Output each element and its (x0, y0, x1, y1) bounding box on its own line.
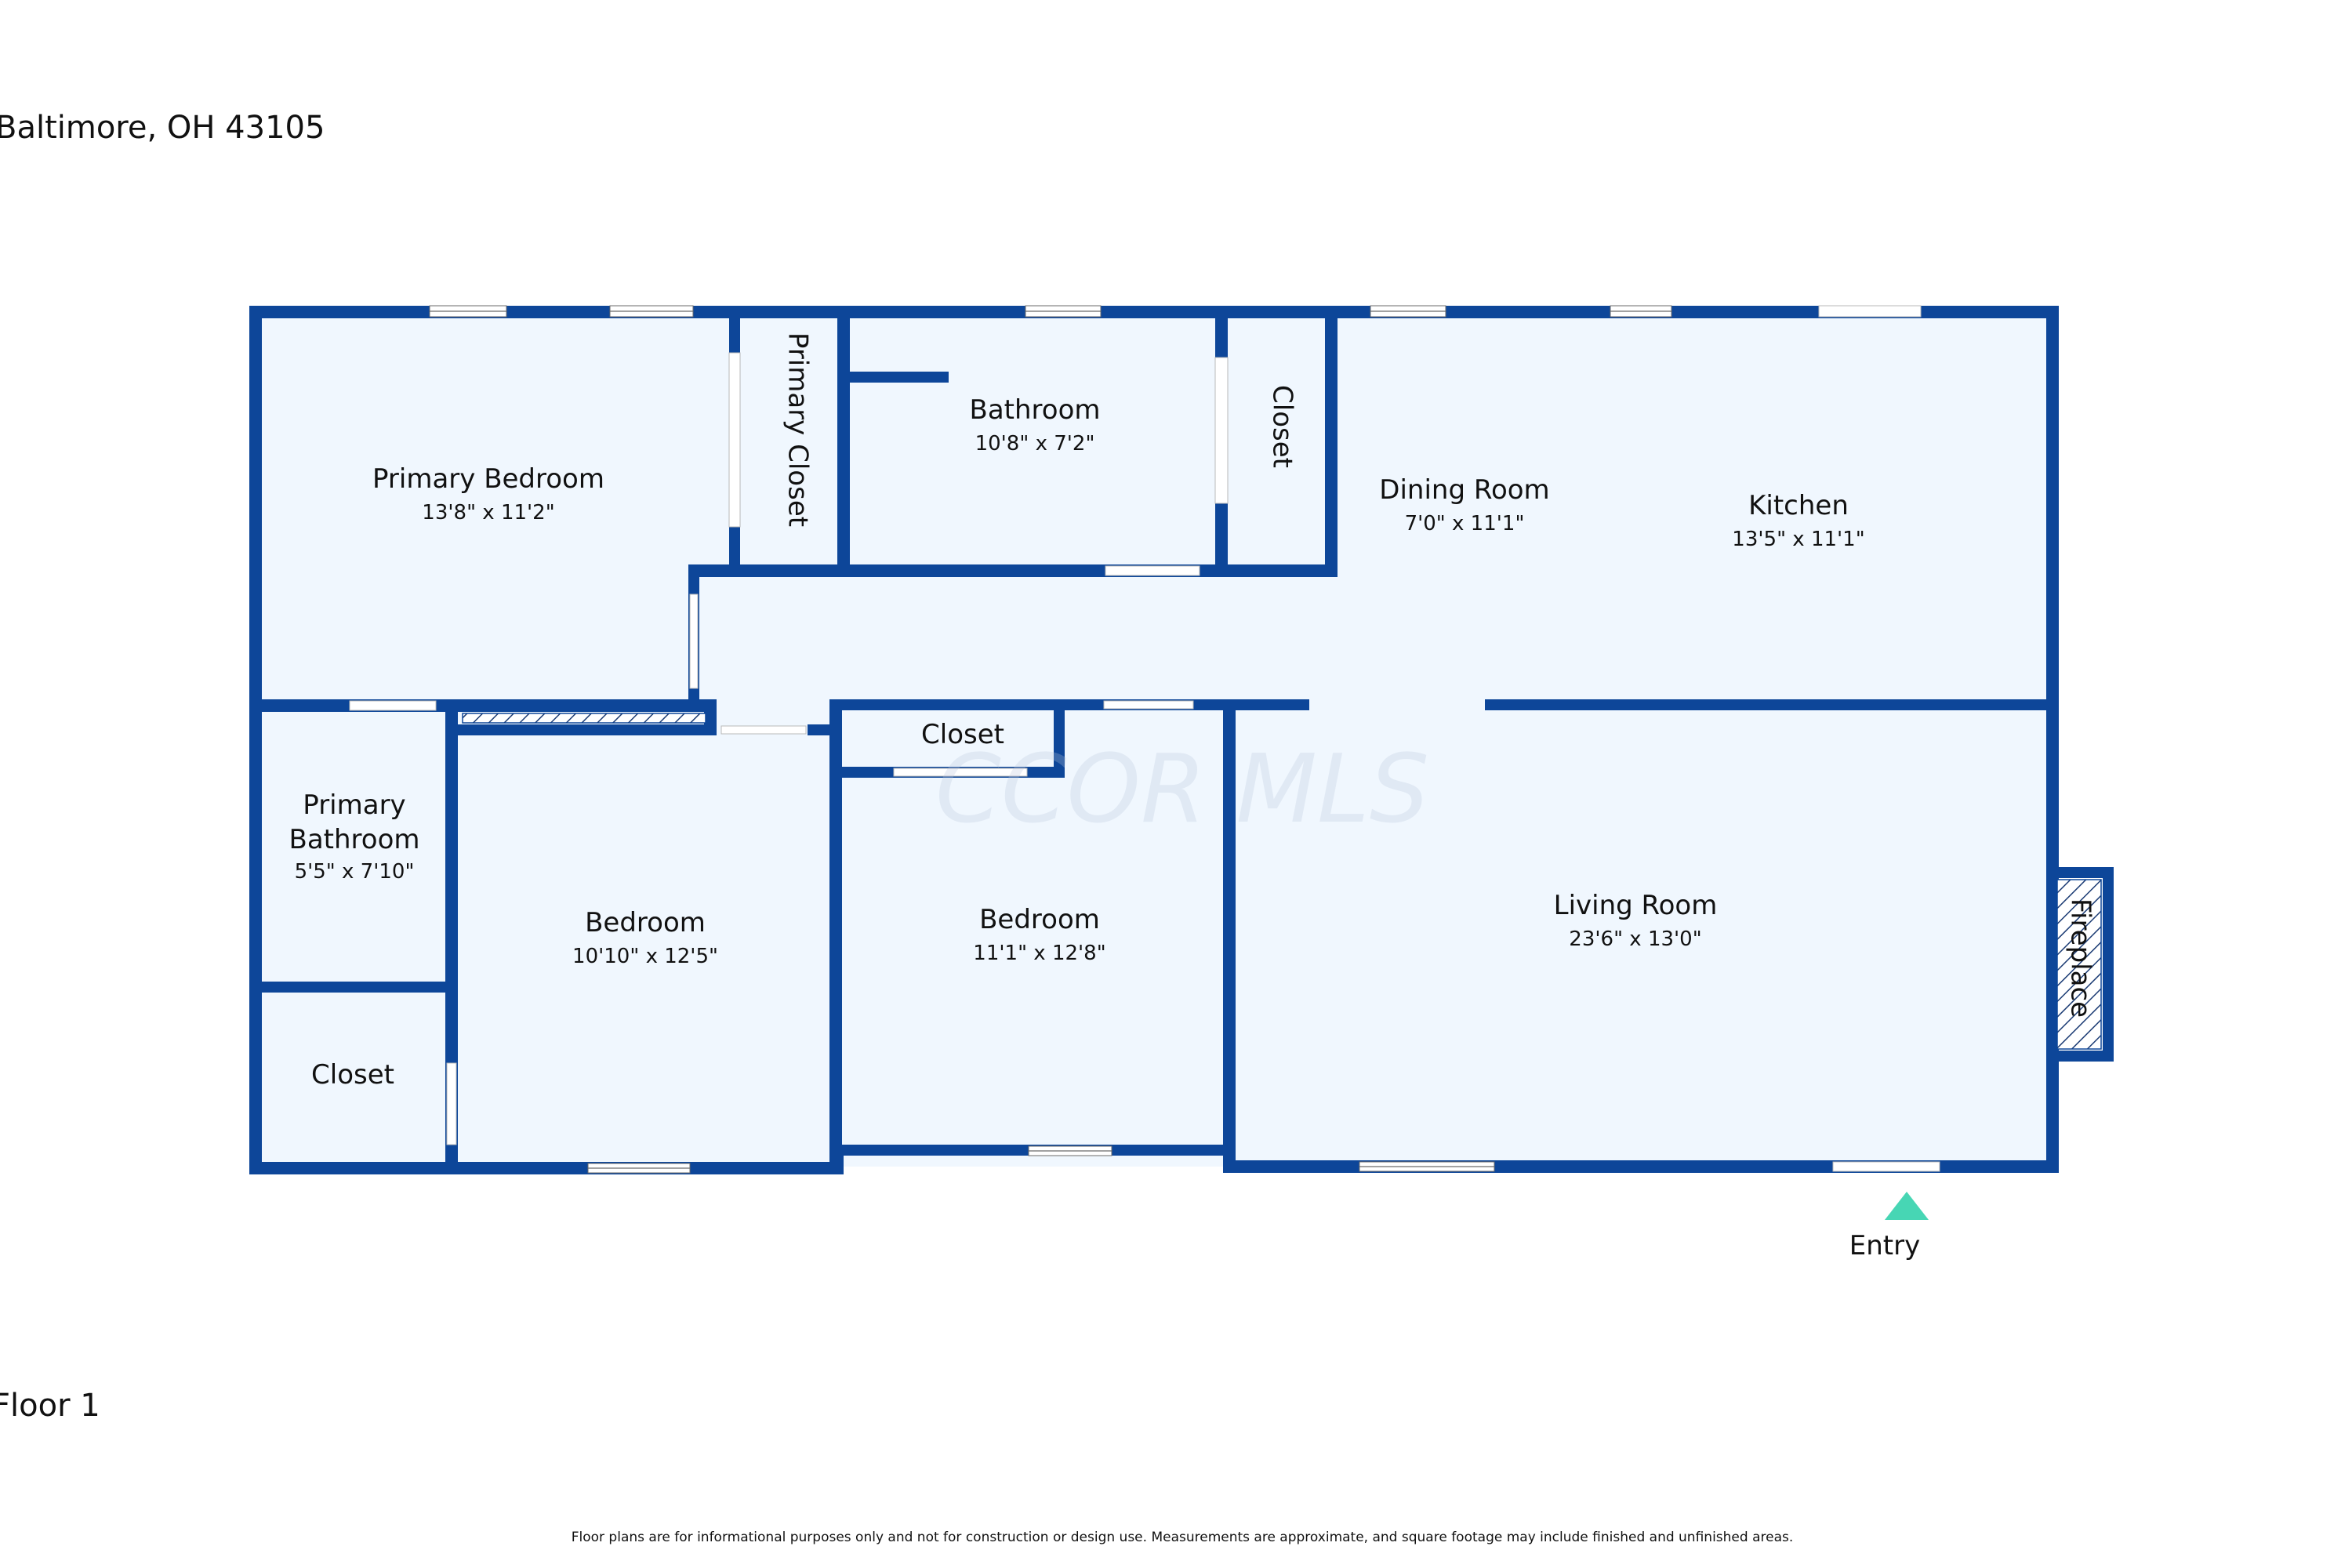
room-fireplace: Fireplace (2065, 898, 2096, 1018)
room-name: Closet (1267, 385, 1298, 468)
room-name-line1: Primary (303, 789, 405, 821)
window (587, 1163, 691, 1174)
property-address: Baltimore, OH 43105 (0, 110, 325, 146)
room-name: Dining Room (1379, 474, 1549, 506)
wall-west (249, 306, 262, 1174)
room-name: Closet (311, 1059, 394, 1091)
room-living-room: Living Room 23'6" x 13'0" (1554, 890, 1718, 951)
windows (429, 305, 1672, 1174)
room-name: Primary Bedroom (372, 463, 604, 495)
room-dining-room: Dining Room 7'0" x 11'1" (1379, 474, 1549, 535)
room-name: Primary Closet (782, 332, 814, 527)
window (609, 305, 694, 318)
room-primary-bedroom: Primary Bedroom 13'8" x 11'2" (372, 463, 604, 524)
entry-arrow-icon (1885, 1192, 1929, 1220)
room-bedroom-2: Bedroom 10'10" x 12'5" (572, 907, 718, 968)
room-dimensions: 7'0" x 11'1" (1405, 512, 1525, 535)
room-bedroom-3: Bedroom 11'1" x 12'8" (973, 904, 1105, 965)
room-name: Fireplace (2065, 898, 2096, 1018)
room-name: Kitchen (1748, 490, 1849, 521)
room-dimensions: 10'10" x 12'5" (572, 945, 718, 968)
room-name: Living Room (1554, 890, 1718, 921)
room-dimensions: 23'6" x 13'0" (1569, 927, 1701, 951)
room-name: Bedroom (979, 904, 1100, 935)
room-kitchen: Kitchen 13'5" x 11'1" (1732, 490, 1864, 551)
closet-shelf (462, 713, 706, 724)
disclaimer: Floor plans are for informational purpos… (572, 1530, 1794, 1545)
watermark: CCOR MLS (935, 735, 1429, 844)
room-bedroom-3-closet: Closet (921, 719, 1004, 750)
floor-fill (256, 312, 2053, 1167)
entry-marker: Entry (1849, 1192, 1929, 1261)
window (1359, 1161, 1495, 1172)
room-name: Closet (921, 719, 1004, 750)
room-name: Bathroom (970, 394, 1101, 426)
wall-north (249, 306, 2059, 318)
room-dimensions: 11'1" x 12'8" (973, 942, 1105, 965)
entry-label: Entry (1849, 1230, 1920, 1261)
room-name: Bedroom (585, 907, 706, 938)
room-dimensions: 5'5" x 7'10" (295, 860, 415, 884)
hatched-areas (462, 713, 2102, 1050)
room-dimensions: 13'8" x 11'2" (422, 501, 554, 524)
room-primary-closet: Primary Closet (782, 332, 814, 527)
room-dimensions: 10'8" x 7'2" (975, 432, 1095, 456)
wall-south-west (249, 1162, 844, 1174)
room-hall-closet: Closet (1267, 385, 1298, 468)
wall-east (2046, 306, 2059, 1173)
room-dimensions: 13'5" x 11'1" (1732, 528, 1864, 551)
window (1028, 1145, 1112, 1156)
window (429, 305, 507, 318)
window (1025, 305, 1102, 318)
room-name-line2: Bathroom (289, 824, 420, 855)
floor-label: Floor 1 (0, 1388, 100, 1424)
room-bathroom-closet: Closet (311, 1059, 394, 1091)
doorway-openings (349, 305, 1940, 1172)
window (1370, 305, 1446, 318)
window (1610, 305, 1672, 318)
room-primary-bathroom: Primary Bathroom 5'5" x 7'10" (289, 789, 420, 884)
fireplace-hearth (2056, 879, 2102, 1050)
room-bathroom: Bathroom 10'8" x 7'2" (970, 394, 1101, 456)
